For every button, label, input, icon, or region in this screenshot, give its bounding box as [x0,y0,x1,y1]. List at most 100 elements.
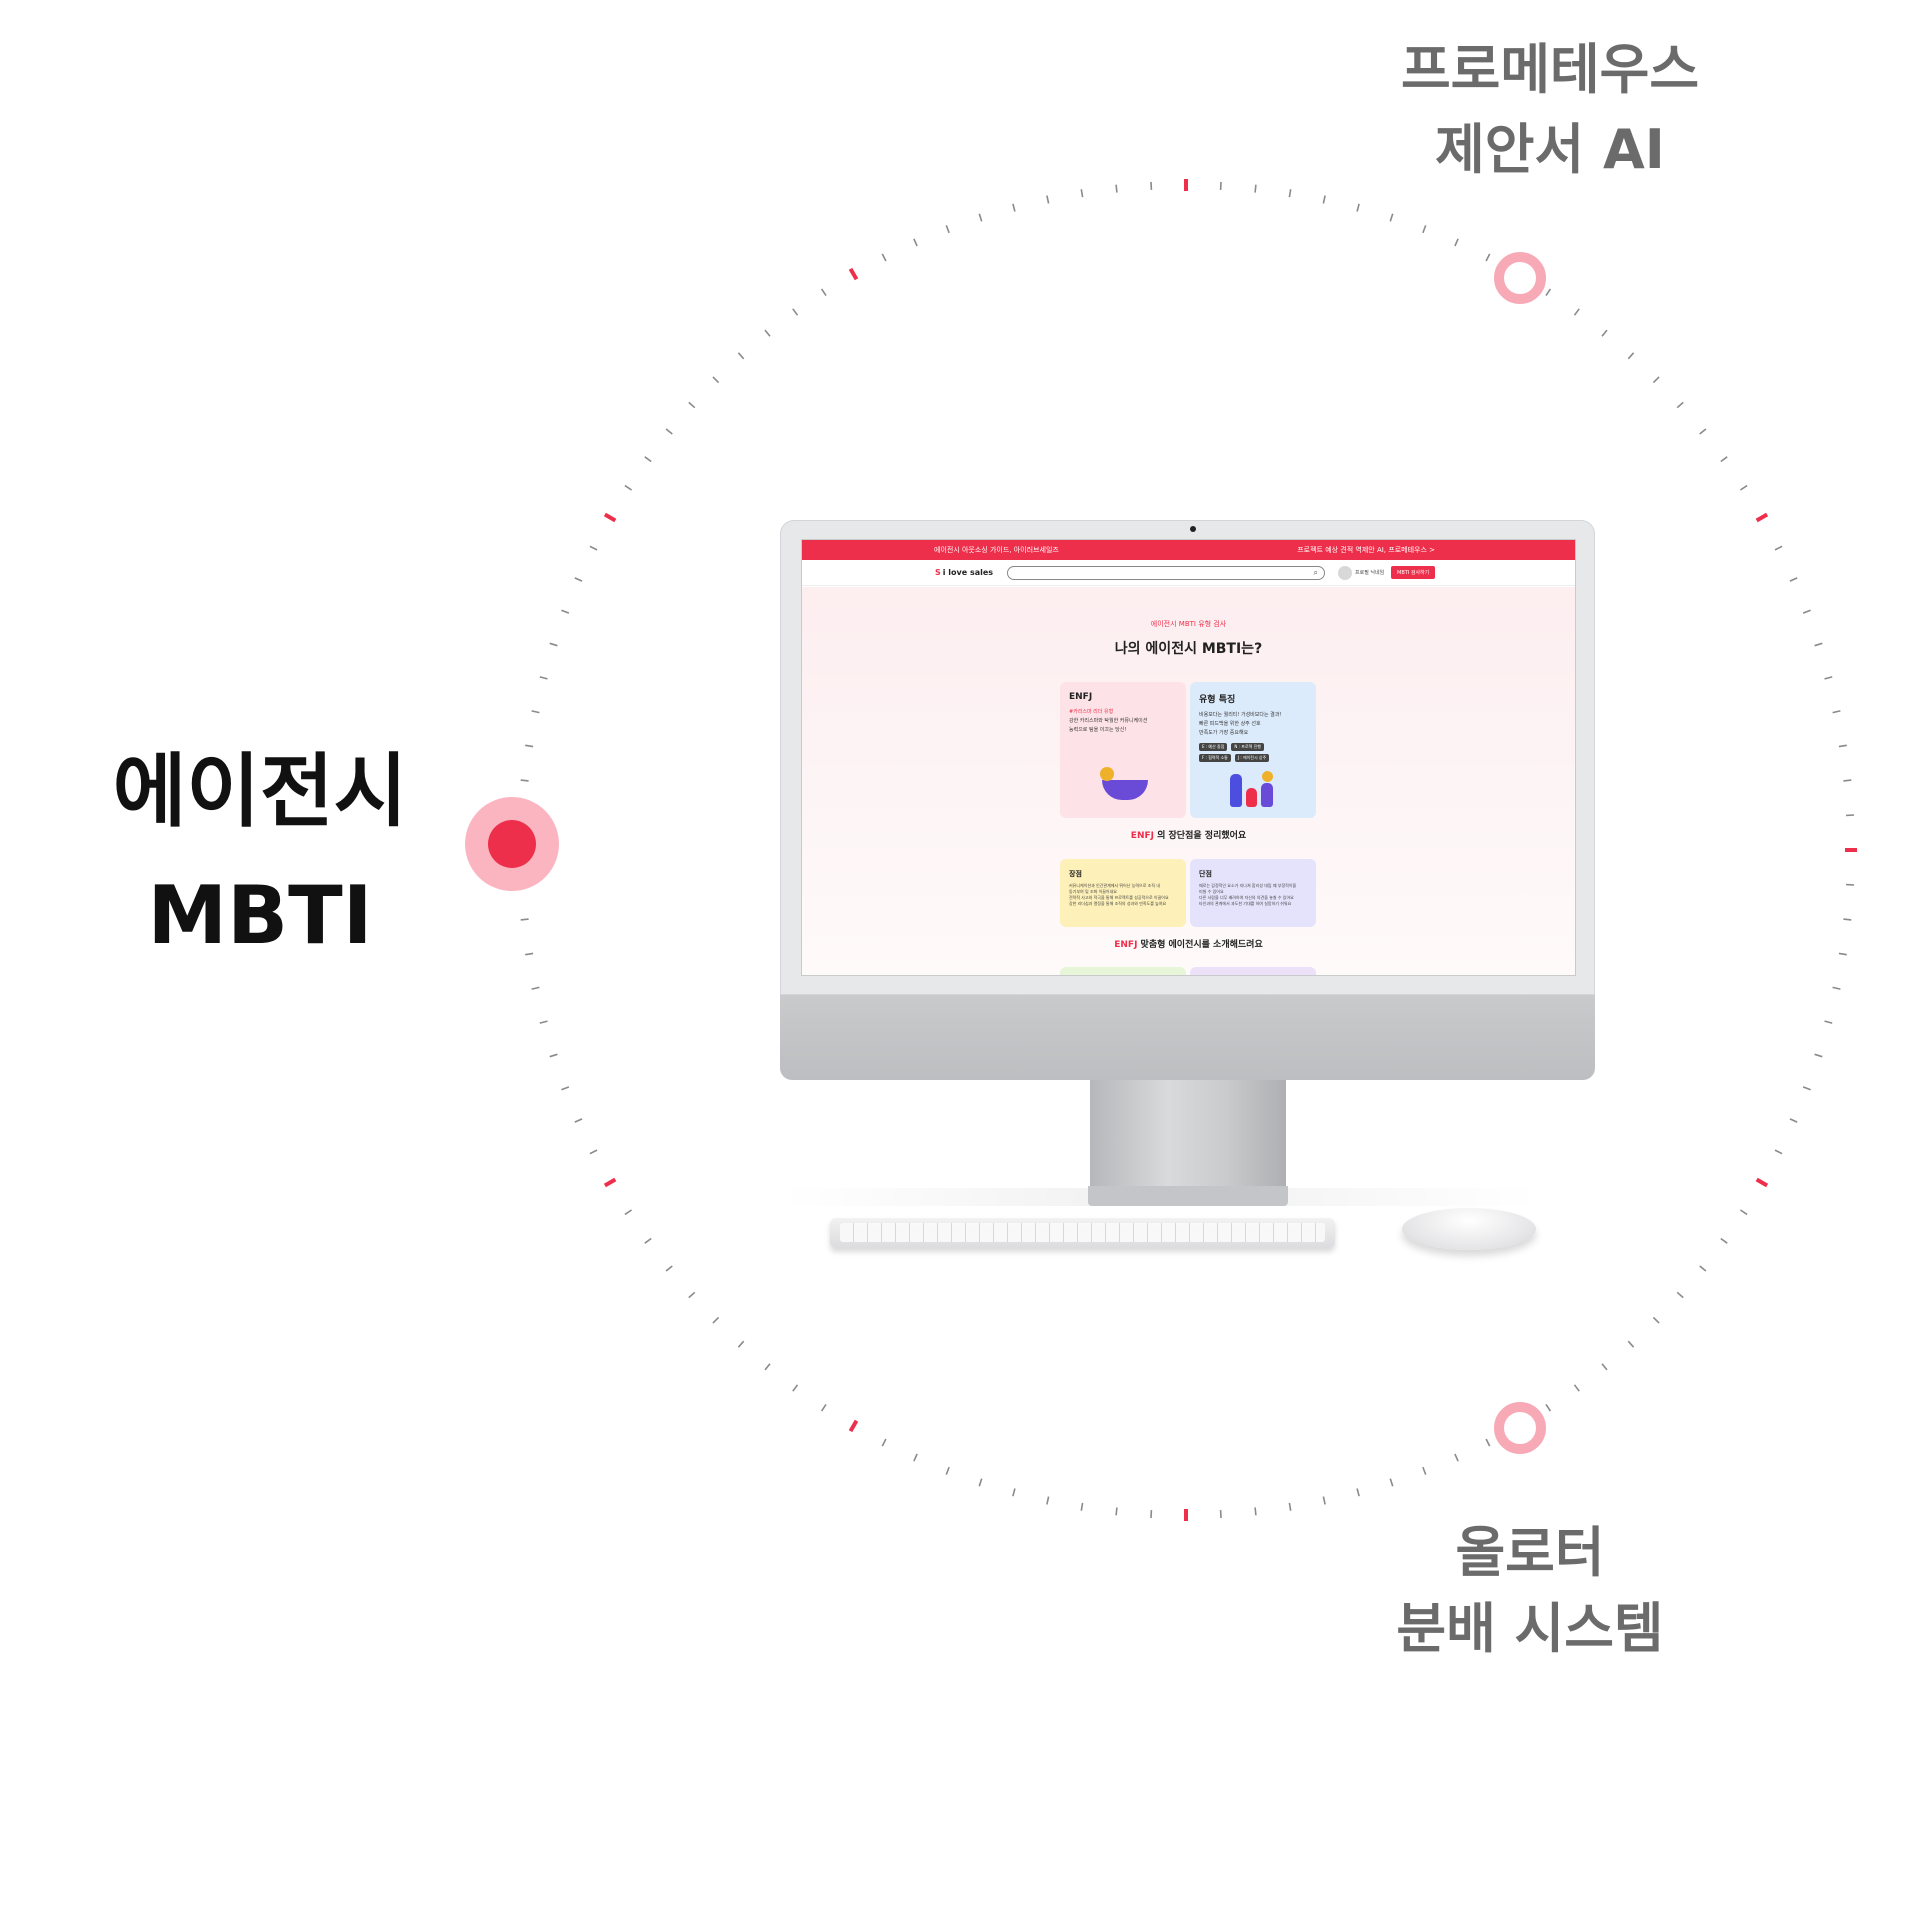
heading-rest: 의 장단점을 정리했어요 [1153,831,1247,841]
cons-line: 미칠 수 있어요 [1199,889,1224,894]
page-title: 나의 에이전시 MBTI는? [1114,641,1263,657]
label-allotter-system[interactable]: 올로터 분배 시스템 [1330,1515,1730,1667]
dial-tick [1824,1020,1833,1024]
dial-tick [820,288,827,297]
search-input[interactable]: ⌕ [1007,565,1325,580]
keyboard [830,1218,1335,1248]
dial-tick [945,1466,950,1475]
dial-tick [1389,1478,1394,1487]
monitor-stand-foot [1088,1186,1288,1206]
pros-cons-heading: ENFJ 의 장단점을 정리했어요 [802,828,1575,841]
dial-tick [1843,779,1852,782]
dial-tick [1838,952,1847,956]
pros-line: 커뮤니케이션과 인간관계에서 뛰어난 능력으로 조직 내 [1069,883,1160,888]
dial-tick [1739,1209,1748,1216]
dial-tick-major [848,1419,859,1433]
mbti-test-button[interactable]: MBTI 검사하기 [1391,566,1436,579]
dial-tick [1627,1340,1635,1348]
pros-card: 장점 커뮤니케이션과 인간관계에서 뛰어난 능력으로 조직 내 동기부여 및 조… [1060,859,1186,927]
search-icon[interactable]: ⌕ [1313,567,1318,577]
avatar[interactable] [1338,565,1352,580]
pros-line: 전략적 사고와 적극을 통해 프로젝트를 성공적으로 이끌어요 [1069,895,1169,900]
dial-tick [1789,1118,1798,1123]
dial-tick [1627,352,1635,360]
dial-tick [1652,1316,1660,1324]
pros-line: 강한 리더십과 열정을 통해 조직의 성과와 만족도를 높여요 [1069,901,1167,906]
dial-tick [1288,189,1292,198]
agency-card[interactable] [1190,967,1316,975]
site-logo[interactable]: S i love sales [935,568,1007,577]
trait-tag: N : 프로젝 진행 [1231,743,1264,751]
dial-tick-major [603,1177,617,1188]
heading-rest: 맞춤형 에이전시를 소개해드려요 [1137,940,1263,950]
dial-tick [1115,1507,1118,1516]
agency-card[interactable] [1060,967,1186,975]
ball-illustration-icon [1262,771,1273,782]
dial-tick [1254,184,1257,193]
cons-title: 단점 [1199,870,1212,878]
dial-tick [764,329,771,337]
dial-tick [820,1403,827,1412]
dial-tick [1012,203,1016,212]
dial-tick [1838,744,1847,748]
dial-tick [1322,195,1326,204]
dial-tick [1843,918,1852,921]
agency-recommend-heading: ENFJ 맞춤형 에이전시를 소개해드려요 [802,937,1575,950]
dial-tick [1676,401,1684,409]
dial-tick [1485,253,1491,262]
dial-tick [688,401,696,409]
dial-tick [1545,288,1552,297]
dial-tick [549,1053,558,1058]
cons-line: 때로는 감정적인 요소가 지나쳐 합리성 대립 때 부정적이을 [1199,883,1297,888]
heading-highlight: ENFJ [1130,831,1154,841]
logo-mark-icon: S [935,568,941,577]
pros-line: 동기부여 및 조화 이끌어내요 [1069,889,1117,894]
dial-tick [1802,609,1811,614]
label-line: 올로터 [1455,1521,1605,1584]
dial-tick [1080,189,1084,198]
profile-name[interactable]: 프로필 닉네임 [1355,570,1385,576]
logo-text: i love sales [942,568,994,577]
orbit-marker-allotter[interactable] [1494,1402,1546,1454]
cons-line: 다른 사람을 너무 배려하여 자신의 의견을 놓칠 수 있어요 [1199,895,1294,900]
dial-tick [1356,203,1360,212]
label-prometheus-ai[interactable]: 프로메테우스 제안서 AI [1350,30,1750,190]
dial-tick [1824,676,1833,680]
pros-text: 커뮤니케이션과 인간관계에서 뛰어난 능력으로 조직 내 동기부여 및 조화 이… [1069,883,1177,907]
dial-tick [978,213,983,222]
bar-illustration-icon [1261,783,1273,807]
type-card-line: 강한 카리스마와 탁월한 커뮤니케이션 [1069,718,1148,724]
dial-tick [549,642,558,647]
dial-tick [688,1291,696,1299]
type-card-title: ENFJ [1069,692,1093,702]
dial-tick [1789,577,1798,582]
dial-tick [520,918,529,921]
dial-tick [665,428,673,435]
dial-tick [531,986,540,990]
orbit-marker-prometheus[interactable] [1494,252,1546,304]
dial-tick [1046,195,1050,204]
dial-tick [1422,1466,1427,1475]
page-content: 에이전시 MBTI 유형 검사 나의 에이전시 MBTI는? ENFJ #카리스… [802,587,1575,975]
label-agency-mbti[interactable]: 에이전시 MBTI [70,730,450,978]
dial-tick-major [1755,512,1769,523]
dial-tick [881,253,887,262]
label-line: 분배 시스템 [1396,1597,1664,1660]
dial-tick [913,1453,918,1462]
dial-tick [792,1384,799,1392]
camera-icon [1190,526,1196,532]
dial-tick [1422,225,1427,234]
dial-tick-major [848,267,859,281]
topbar-left-link[interactable]: 에이전시 아웃소싱 가이드, 아이러브세일즈 [934,546,1059,554]
dial-tick [644,456,652,463]
imac-monitor: 에이전시 아웃소싱 가이드, 아이러브세일즈 프로젝트 예상 견적 역제안 AI… [780,520,1595,1080]
topbar-right-link[interactable]: 프로젝트 예상 견적 역제안 AI, 프로메테우스 > [1297,546,1435,554]
dial-tick [945,225,950,234]
dial-tick [1699,428,1707,435]
dial-tick [1720,456,1728,463]
dial-tick [737,1340,745,1348]
dial-tick [1322,1496,1326,1505]
dial-tick [665,1265,673,1272]
type-card-line: 능력으로 팀을 이끄는 당신! [1069,727,1127,733]
dial-tick [1601,1363,1608,1371]
